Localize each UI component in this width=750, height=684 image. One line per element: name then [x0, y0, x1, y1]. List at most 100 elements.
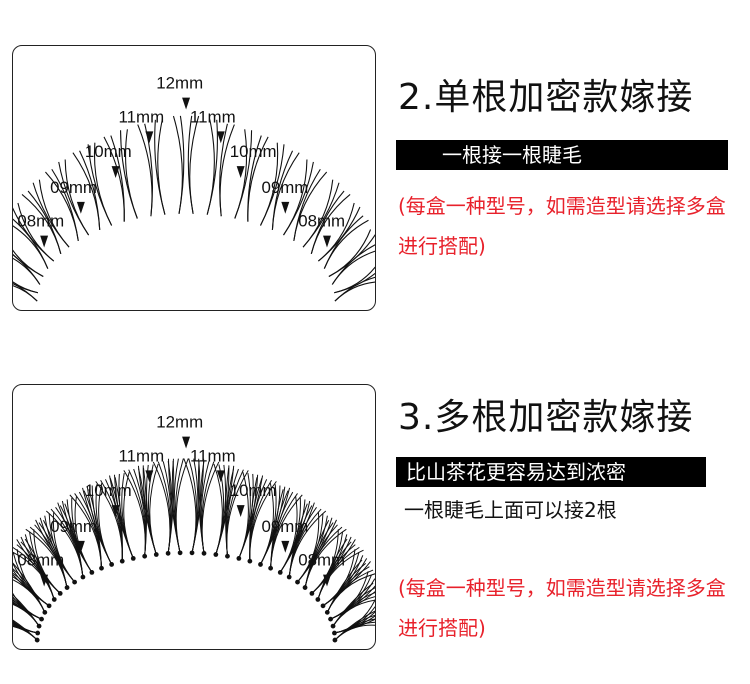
lash-strand [260, 144, 285, 226]
lash-base [295, 579, 300, 585]
arrow-marker [216, 131, 225, 144]
lash-base [320, 603, 326, 609]
lash-strand [328, 234, 375, 277]
lash-strand [288, 503, 308, 578]
lash-strand [334, 624, 375, 641]
lash-strand [334, 618, 375, 634]
lash-strand [323, 215, 364, 269]
lash-base [315, 597, 321, 602]
lash-strand [13, 253, 44, 277]
lash-strand [331, 244, 375, 285]
length-label-12mm: 12mm [156, 74, 203, 93]
lash-strand [16, 539, 61, 594]
length-label-12mm: 12mm [156, 413, 203, 432]
length-label-left-09mm: 09mm [50, 178, 97, 197]
section3-note: (每盒一种型号，如需造型请选择多盒进行搭配) [398, 576, 726, 640]
length-label-left-08mm: 08mm [17, 551, 64, 570]
lash-strand [154, 119, 166, 215]
arrow-marker [76, 540, 85, 553]
lash-strand [293, 168, 321, 241]
lash-strand [326, 559, 363, 613]
lash-strand [317, 538, 348, 600]
lash-strand [225, 467, 230, 557]
lash-strand [334, 611, 375, 634]
lash-base [119, 558, 125, 564]
lash-strand [27, 190, 62, 254]
length-label-right-10mm: 10mm [230, 481, 277, 500]
lash-strand [13, 625, 38, 634]
arrow-marker [145, 470, 154, 483]
length-label-right-09mm: 09mm [261, 517, 308, 536]
lash-base [268, 565, 274, 571]
lash-base [109, 562, 115, 567]
lash-strand [330, 591, 375, 620]
length-label-right-11mm: 11mm [190, 107, 236, 126]
lash-diagram-multiple: 12mm 11mm 11mm 10mm 10mm 09mm 09mm 08mm … [12, 384, 376, 650]
arrow-marker [111, 505, 120, 517]
lash-strand [13, 619, 38, 641]
lash-base [51, 597, 57, 602]
lash-base [57, 591, 63, 596]
lash-base [258, 562, 263, 567]
lash-base [330, 623, 336, 629]
lash-strand [175, 458, 189, 553]
arrow-marker [182, 97, 191, 110]
lash-strand [13, 624, 38, 634]
lash-strand [137, 465, 157, 555]
length-label-left-11mm: 11mm [119, 107, 165, 126]
arrow-marker [182, 436, 191, 449]
lash-strand [109, 475, 134, 559]
lash-base [36, 623, 42, 629]
lash-strand [197, 460, 205, 554]
section3-title: 3.多根加密款嫁接 [398, 397, 694, 438]
length-label-right-08mm: 08mm [298, 212, 345, 231]
length-label-right-10mm: 10mm [230, 142, 277, 161]
lash-strand [283, 161, 314, 236]
lash-strand [334, 610, 375, 641]
lash-base [80, 574, 86, 580]
lash-base [42, 609, 48, 615]
lash-strand [187, 115, 194, 214]
lash-strand [247, 135, 262, 222]
lash-strand [79, 150, 101, 230]
lash-base [286, 574, 292, 580]
lash-base [177, 550, 183, 556]
lash-strand [13, 594, 40, 627]
lash-strand [271, 150, 294, 230]
lash-base [302, 585, 308, 590]
lash-base [130, 556, 136, 561]
lash-fan-dense [13, 458, 375, 643]
arrow-marker [236, 166, 245, 178]
lash-base [99, 565, 104, 571]
lash-base [153, 552, 159, 557]
lash-base [225, 553, 230, 559]
lash-fan [13, 115, 375, 302]
lash-base [89, 569, 95, 575]
lash-strand [13, 207, 55, 262]
arrow-marker [40, 574, 49, 587]
lash-strand [110, 135, 125, 222]
lash-strand [238, 475, 264, 559]
lash-base [39, 616, 44, 622]
lash-base [236, 556, 242, 561]
lash-strand [167, 458, 181, 553]
section2-subtitle-bar: 一根接一根睫毛 [396, 140, 728, 170]
lash-strand [13, 254, 41, 285]
lash-base [332, 637, 338, 643]
arrow-marker [145, 131, 154, 144]
arrow-marker [323, 574, 331, 587]
lash-strand [328, 229, 372, 277]
lash-strand [206, 119, 218, 215]
lash-base [34, 637, 40, 643]
lash-strand [304, 520, 330, 588]
length-label-right-09mm: 09mm [261, 178, 308, 197]
lash-base [201, 550, 207, 556]
lash-base [72, 579, 77, 585]
lash-strand [334, 276, 375, 302]
length-label-left-11mm: 11mm [119, 446, 165, 465]
lash-strand [120, 130, 138, 219]
lash-strand [201, 461, 220, 554]
lash-base [309, 591, 315, 596]
lash-base [277, 569, 283, 575]
lash-strand [35, 519, 75, 583]
